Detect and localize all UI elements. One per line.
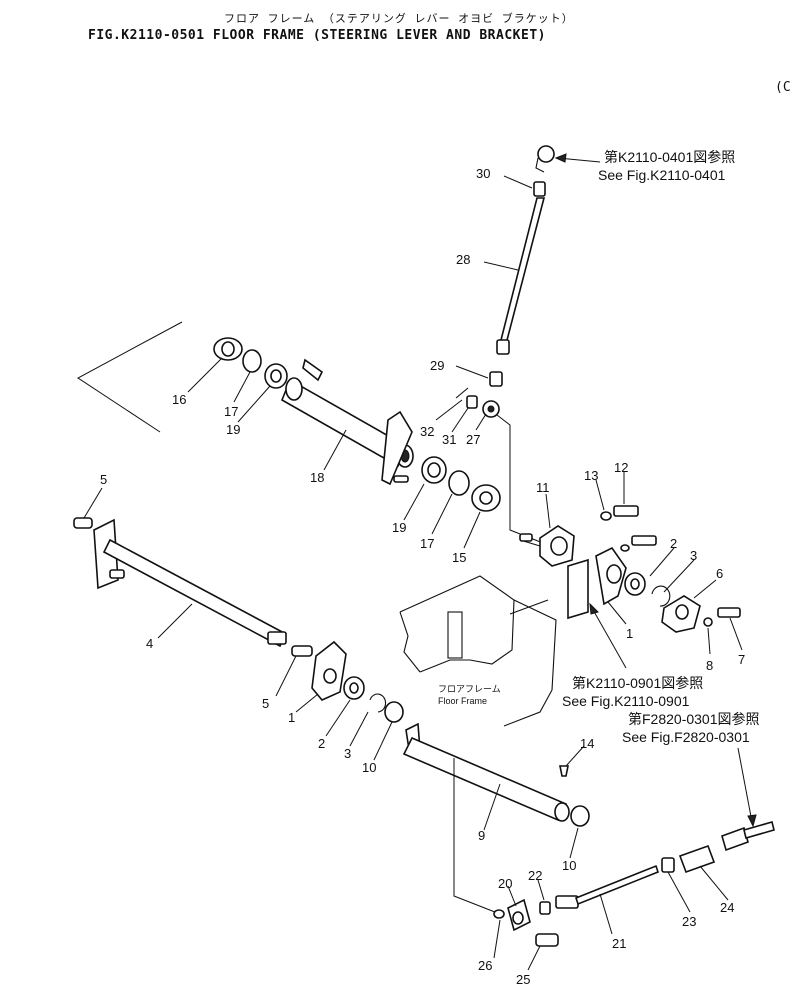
part-2-bearing (624, 572, 646, 596)
part-3-snap-ring-b (369, 693, 387, 713)
part-22-nut (539, 901, 551, 915)
part-8-washer (703, 617, 713, 627)
part-label: 21 (612, 936, 626, 951)
part-14-plug (559, 765, 569, 777)
part-label: 17 (420, 536, 434, 551)
part-label: 2 (318, 736, 325, 751)
reference-arrows (554, 153, 757, 828)
part-label: 16 (172, 392, 186, 407)
part-label: 18 (310, 470, 324, 485)
floor-frame-label-en: Floor Frame (438, 696, 487, 706)
part-15-bushing (471, 484, 501, 512)
part-27-ball-joint (482, 400, 500, 418)
part-5-grease-fitting-b (291, 645, 313, 657)
part-label: 3 (344, 746, 351, 761)
floor-frame-label-jp: フロアフレーム (438, 684, 501, 694)
part-label: 11 (536, 480, 550, 495)
part-label: 25 (516, 972, 530, 987)
part-12-bolt (613, 505, 639, 517)
part-label: 10 (362, 760, 376, 775)
reference-1-en: See Fig.K2110-0401 (598, 167, 726, 183)
lever-knob (535, 145, 555, 173)
part-32-pin (455, 387, 469, 399)
part-28-lever-rod (496, 197, 546, 355)
reference-3-jp: 第F2820-0301図参照 (628, 711, 760, 727)
part-label: 3 (690, 548, 697, 563)
part-24-turnbuckle (678, 844, 716, 874)
reference-1-jp: 第K2110-0401図参照 (604, 149, 735, 165)
part-label: 4 (146, 636, 153, 651)
part-label: 6 (716, 566, 723, 581)
part-5-grease-fitting (73, 517, 93, 529)
part-label: 7 (738, 652, 745, 667)
part-10-bushing-b (570, 805, 590, 827)
bracket-bolt (620, 535, 657, 552)
part-3-snap-ring (651, 585, 671, 607)
rod-end (721, 821, 775, 852)
part-label: 22 (528, 868, 542, 883)
part-label: 30 (476, 166, 490, 181)
leader-lines (83, 175, 743, 971)
part-13-washer (600, 511, 612, 521)
part-17-ring-b (448, 470, 470, 496)
part-label: 26 (478, 958, 492, 973)
part-20-clevis (507, 898, 531, 932)
part-30-nut (533, 181, 546, 197)
part-11-bracket (519, 525, 575, 567)
part-6-lever-block (661, 595, 701, 633)
part-4-shaft (93, 518, 288, 648)
part-1-bracket-right (567, 546, 627, 620)
part-label: 24 (720, 900, 734, 915)
part-25-bolt (535, 933, 559, 947)
part-21-rod (555, 864, 659, 909)
part-2-bearing-b (343, 676, 365, 700)
reference-2-en: See Fig.K2110-0901 (562, 693, 690, 709)
part-23-nut (661, 857, 675, 873)
part-label: 8 (706, 658, 713, 673)
floor-frame (399, 575, 557, 727)
figure-title-japanese: フロア フレーム （ステアリング レバー オヨビ ブラケット） (224, 12, 574, 25)
corner-mark: (C (775, 80, 791, 95)
part-7-bolt (717, 607, 741, 618)
part-labels: 30 28 29 32 31 27 16 17 19 18 19 17 15 1… (100, 166, 745, 987)
part-label: 13 (584, 468, 598, 483)
part-label: 19 (226, 422, 240, 437)
figure-title: FIG.K2110-0501 FLOOR FRAME (STEERING LEV… (88, 28, 546, 43)
part-label: 19 (392, 520, 406, 535)
part-26-washer (493, 909, 505, 919)
part-9-lever-tube (402, 722, 570, 915)
part-16-bushing (213, 337, 243, 361)
part-label: 28 (456, 252, 470, 267)
part-label: 23 (682, 914, 696, 929)
part-1-bracket-left (311, 640, 347, 701)
part-19-bearing-b (421, 456, 447, 484)
part-label: 2 (670, 536, 677, 551)
part-18-tube (280, 358, 414, 486)
part-label: 32 (420, 424, 434, 439)
reference-2-jp: 第K2110-0901図参照 (572, 675, 703, 691)
part-label: 10 (562, 858, 576, 873)
part-19-bearing (264, 363, 288, 389)
reference-3-en: See Fig.F2820-0301 (622, 729, 750, 745)
part-29-nut (489, 371, 503, 387)
part-label: 20 (498, 876, 512, 891)
part-label: 17 (224, 404, 238, 419)
part-label: 5 (100, 472, 107, 487)
reference-labels: 第K2110-0401図参照 See Fig.K2110-0401 第K2110… (438, 149, 760, 745)
part-label: 9 (478, 828, 485, 843)
part-label: 1 (626, 626, 633, 641)
part-label: 31 (442, 432, 456, 447)
part-label: 29 (430, 358, 444, 373)
part-17-ring (242, 349, 262, 373)
part-label: 27 (466, 432, 480, 447)
part-label: 1 (288, 710, 295, 725)
part-10-bushing (384, 701, 404, 723)
part-label: 15 (452, 550, 466, 565)
part-label: 14 (580, 736, 594, 751)
part-label: 12 (614, 460, 628, 475)
part-31-nut (466, 395, 478, 409)
part-label: 5 (262, 696, 269, 711)
